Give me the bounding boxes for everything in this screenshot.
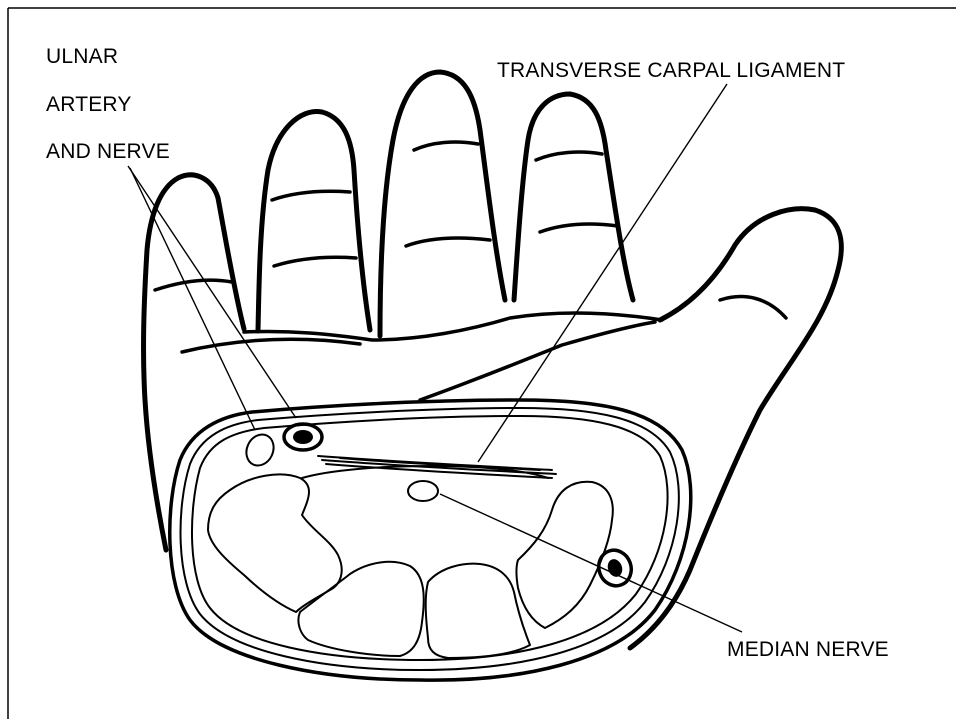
- palm-creases: [182, 313, 662, 400]
- leader-lines: [128, 84, 742, 632]
- hand-outline: [144, 72, 842, 648]
- label-and-nerve: AND NERVE: [46, 141, 170, 162]
- label-artery: ARTERY: [46, 94, 132, 115]
- leader-median-nerve: [440, 494, 742, 632]
- finger-creases: [155, 142, 786, 318]
- leader-ulnar-artery: [128, 166, 296, 418]
- label-ulnar: ULNAR: [46, 46, 118, 67]
- ulnar-artery-lumen: [293, 430, 313, 444]
- median-nerve: [408, 481, 438, 501]
- label-median-nerve: MEDIAN NERVE: [727, 639, 889, 660]
- figure-frame: [8, 8, 956, 719]
- carpal-bones: [208, 466, 613, 658]
- radial-artery: [594, 546, 636, 591]
- label-transverse-carpal-ligament: TRANSVERSE CARPAL LIGAMENT: [497, 60, 845, 81]
- ulnar-artery-and-nerve: [241, 424, 322, 470]
- ulnar-nerve: [241, 430, 278, 470]
- wrist-cross-section: [170, 400, 691, 680]
- transverse-carpal-ligament: [318, 456, 556, 478]
